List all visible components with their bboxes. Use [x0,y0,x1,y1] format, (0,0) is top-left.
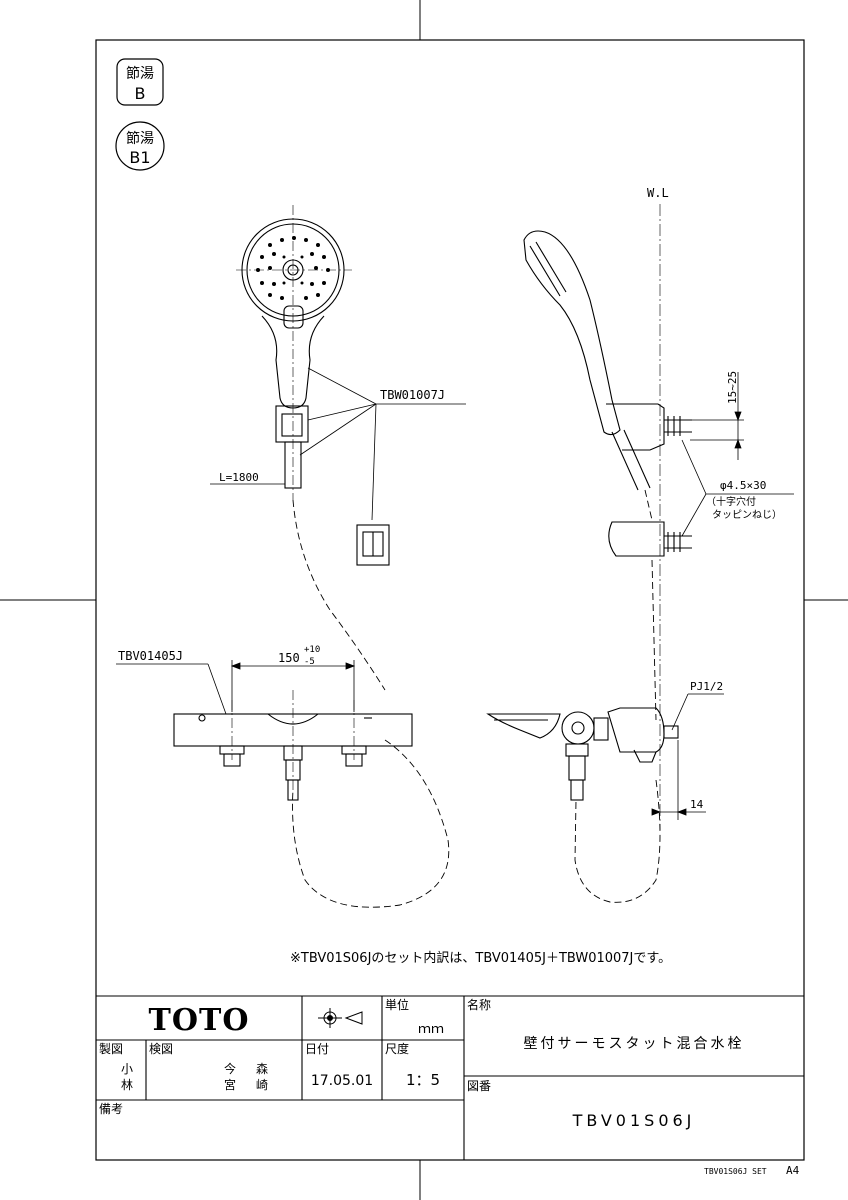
checker-1a: 今 [224,1061,236,1076]
holder-detail [356,524,390,566]
checker-2a: 宮 [224,1077,236,1092]
checker-1b: 森 [256,1061,268,1076]
shower-side-view [523,230,692,557]
unit-label: 単位 [385,997,409,1012]
faucet-label-leader [116,663,227,715]
dim-14: 14 [690,798,704,811]
screw-note-2: タッピンねじ） [712,509,782,521]
shower-head-front-view [236,205,352,500]
name-label: 名称 [467,997,491,1012]
badge-b1-line1: 節湯 [126,130,154,147]
badge-b1-line2: B1 [129,148,150,167]
hose-length-label: L=1800 [219,471,259,484]
set-code: TBV01S06J SET [704,1167,767,1176]
drafter-name-2: 林 [121,1078,133,1092]
dim-15-25: 15~25 [726,371,739,404]
badge-b-line2: B [135,84,146,103]
projection-symbol [318,1008,363,1028]
spacing-base: 150 [278,651,300,665]
faucet-front-view [173,690,413,801]
height-dimension [690,372,744,460]
checked-label: 検図 [149,1042,173,1056]
spacing-tol-plus: +10 [304,645,320,655]
set-composition-note: ※TBV01S06Jのセット内訳は、TBV01405J＋TBW01007Jです。 [290,950,671,966]
faucet-label: TBV01405J [118,649,183,663]
brand-logo: TOTO [149,1003,250,1038]
hose-path [292,499,450,908]
badge-b-line1: 節湯 [126,65,154,82]
remarks-label: 備考 [99,1101,123,1116]
water-saving-badge-b: 節湯 B [116,58,164,106]
screw-note-1: （十字穴付 [706,495,756,508]
drafted-label: 製図 [99,1042,123,1056]
water-level-label: W.L [647,186,669,200]
drawing-frame [95,39,805,1161]
screw-leaders [681,439,794,537]
side-hose-path [574,489,661,903]
spacing-tol-minus: -5 [304,657,315,667]
shower-set-label: TBW01007J [380,388,445,402]
product-name: 壁付サーモスタット混合水栓 [524,1036,745,1052]
nozzle-dots [256,236,330,300]
shower-label-leaders [210,367,466,521]
drafter-name-1: 小 [121,1062,133,1076]
scale-value: 1：5 [406,1071,440,1089]
paper-size: A4 [786,1164,800,1177]
date-value: 17.05.01 [311,1073,373,1089]
pipe-thread-label: PJ1/2 [690,680,723,693]
water-saving-badge-b1: 節湯 B1 [115,121,165,171]
drawing-number-label: 図番 [467,1079,491,1093]
drawing-number: TBV01S06J [572,1111,696,1130]
unit-value: ｍｍ [418,1022,444,1037]
screw-spec: φ4.5×30 [720,479,766,492]
date-label: 日付 [305,1042,329,1056]
pipe-dimension [651,693,724,820]
spacing-dimension [230,660,356,712]
checker-2b: 崎 [256,1078,268,1092]
scale-label: 尺度 [385,1041,409,1056]
title-block [96,995,804,1160]
faucet-side-view [486,707,679,801]
